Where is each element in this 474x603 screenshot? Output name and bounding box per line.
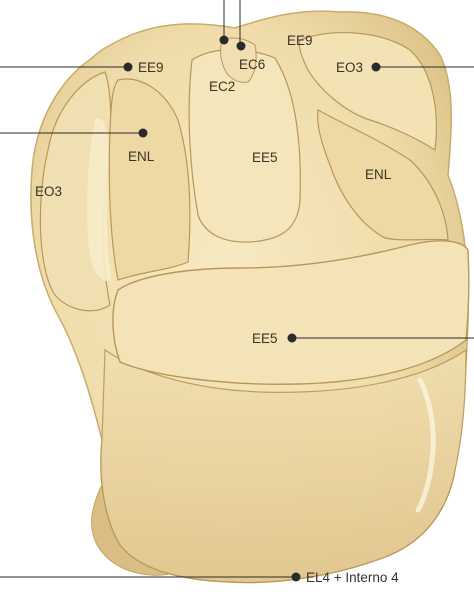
label-ec6: EC6 — [239, 58, 265, 72]
dot-ec2 — [220, 36, 229, 45]
label-el4: EL4 + Interno 4 — [306, 571, 399, 585]
dot-eo3-right — [372, 63, 381, 72]
dot-ee9-left — [124, 63, 133, 72]
label-enl-right: ENL — [365, 168, 391, 182]
label-ee5-upper: EE5 — [252, 151, 278, 165]
dot-el4 — [292, 573, 301, 582]
label-ee9-left: EE9 — [138, 61, 164, 75]
dot-ec6 — [237, 42, 246, 51]
dot-ee5-lower — [288, 334, 297, 343]
dot-enl-left — [139, 129, 148, 138]
label-ee9-top: EE9 — [287, 34, 313, 48]
label-enl-left: ENL — [128, 150, 154, 164]
label-eo3-right: EO3 — [336, 61, 363, 75]
label-ec2: EC2 — [209, 80, 235, 94]
label-eo3-left: EO3 — [35, 185, 62, 199]
label-ee5-lower: EE5 — [252, 332, 278, 346]
